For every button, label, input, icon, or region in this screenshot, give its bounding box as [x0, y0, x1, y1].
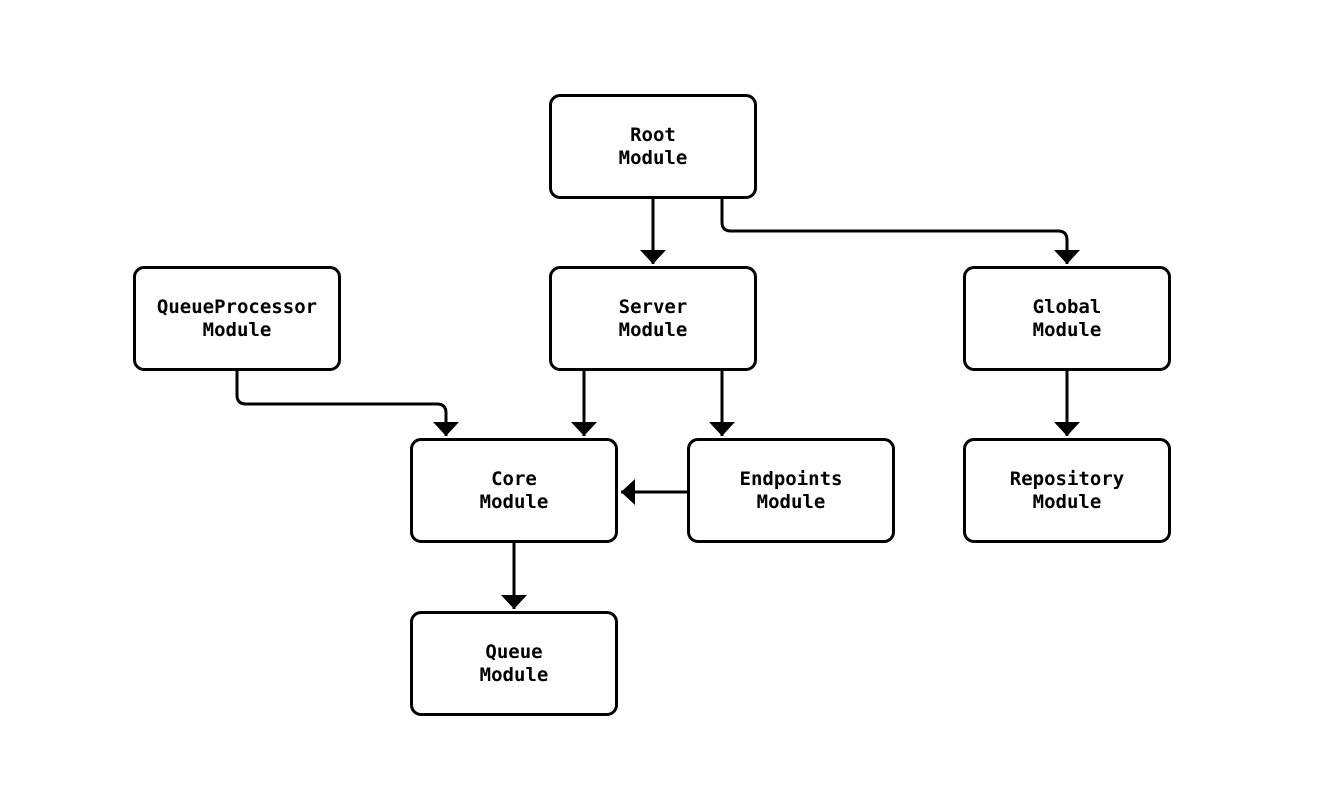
- node-label-line: Module: [756, 490, 826, 513]
- node-label-line: Module: [479, 490, 549, 513]
- node-label-line: Root: [630, 123, 676, 146]
- node-queue-module: Queue Module: [410, 611, 618, 716]
- node-label-line: Module: [202, 318, 272, 341]
- node-label-line: Module: [1032, 318, 1102, 341]
- edge-root-to-global: [720, 197, 1080, 264]
- node-core-module: Core Module: [410, 438, 618, 543]
- node-server-module: Server Module: [549, 266, 757, 371]
- node-label-line: Server: [618, 295, 688, 318]
- node-label-line: Core: [491, 467, 537, 490]
- node-queueprocessor-module: QueueProcessor Module: [133, 266, 341, 371]
- node-label-line: Module: [618, 318, 688, 341]
- edge-queueprocessor-to-core: [235, 370, 459, 436]
- node-repository-module: Repository Module: [963, 438, 1171, 543]
- node-root-module: Root Module: [549, 94, 757, 199]
- node-label-line: Queue: [485, 640, 543, 663]
- node-label-line: Endpoints: [739, 467, 843, 490]
- node-label-line: Module: [479, 663, 549, 686]
- node-label-line: QueueProcessor: [156, 295, 318, 318]
- node-label-line: Repository: [1009, 467, 1125, 490]
- node-label-line: Module: [618, 146, 688, 169]
- node-endpoints-module: Endpoints Module: [687, 438, 895, 543]
- node-label-line: Global: [1032, 295, 1102, 318]
- node-label-line: Module: [1032, 490, 1102, 513]
- node-global-module: Global Module: [963, 266, 1171, 371]
